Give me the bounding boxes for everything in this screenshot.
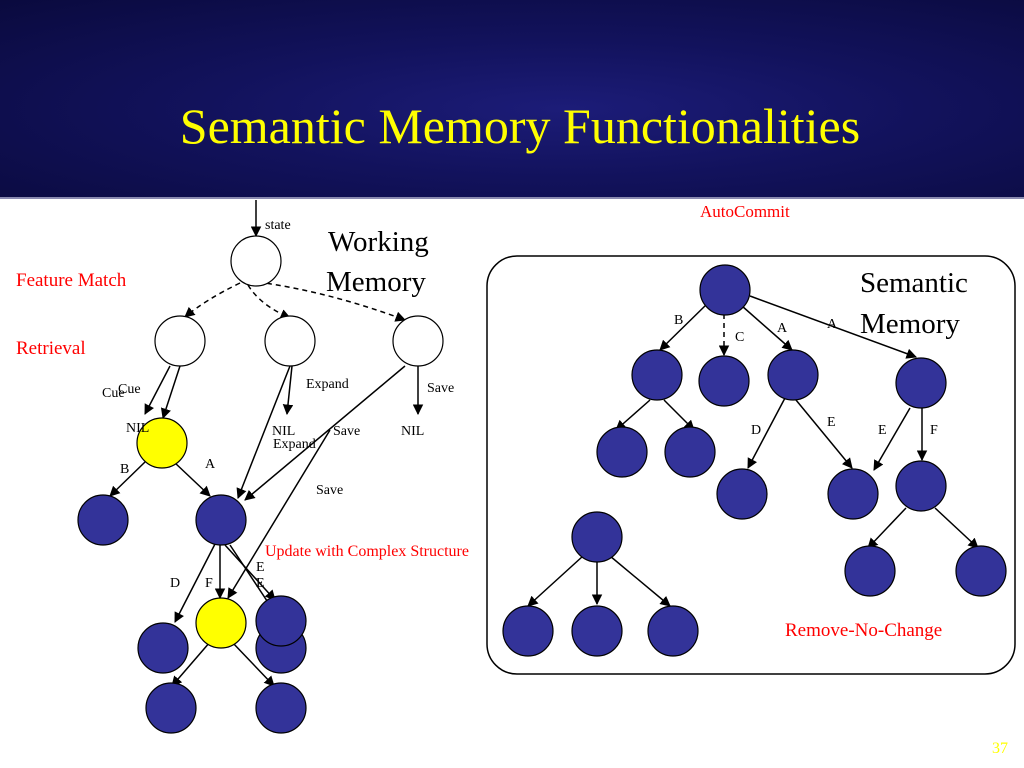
wm-node-b <box>77 494 129 546</box>
save-label-3: Save <box>316 483 343 498</box>
sm-a-edge-1 <box>741 305 793 351</box>
semantic-memory-label-line2: Memory <box>860 308 960 340</box>
sm-a-edge-2 <box>749 295 917 359</box>
nil-label-3: NIL <box>401 424 424 439</box>
wm-dashed-edge-2 <box>247 284 291 320</box>
sm-a-label-2: A <box>827 317 838 332</box>
wm-edges <box>109 200 424 687</box>
sm-a-label-1: A <box>777 321 788 336</box>
remove-no-change-label: Remove-No-Change <box>785 620 942 641</box>
sm-nodes <box>502 264 1007 657</box>
expand-edge <box>236 365 291 499</box>
wm-retrieved-node <box>136 417 188 469</box>
sm-leaf-node-3 <box>844 545 896 597</box>
autocommit-label: AutoCommit <box>700 202 790 221</box>
wm-node-a <box>195 494 247 546</box>
update-complex-label: Update with Complex Structure <box>265 543 469 560</box>
cue-label-2: Cue <box>102 386 125 401</box>
sm-node-a <box>767 349 819 401</box>
title-banner <box>0 0 1024 198</box>
wm-child-node-3 <box>392 315 444 367</box>
sm-lower-edge-2 <box>934 507 979 549</box>
expand-label-2: Expand <box>273 437 316 452</box>
retrieval-label: Retrieval <box>16 338 86 359</box>
wm-a-label: A <box>205 457 216 472</box>
sm-f-label: F <box>930 423 938 438</box>
wm-state-node <box>230 235 282 287</box>
sm-left-edge-1 <box>615 399 651 431</box>
sm-tree-edge-1 <box>527 555 584 607</box>
expand-label-1: Expand <box>306 377 349 392</box>
sm-leaf-node-4 <box>955 545 1007 597</box>
header-divider <box>0 197 1024 199</box>
wm-f-label: F <box>205 576 213 591</box>
working-memory-label-line1: Working <box>328 226 429 258</box>
sm-edges <box>527 295 979 607</box>
sm-tree-leaf-3 <box>647 605 699 657</box>
state-label: state <box>265 218 291 233</box>
page-number: 37 <box>992 740 1008 757</box>
cue-edge-1 <box>144 365 171 415</box>
sm-e-label-2: E <box>878 423 887 438</box>
sm-tree-edge-3 <box>609 555 671 607</box>
sm-node-e <box>827 468 879 520</box>
sm-left-edge-2 <box>663 399 695 431</box>
sm-tree-root-node <box>571 511 623 563</box>
wm-lower-edge-2 <box>231 641 275 687</box>
save-edge-1 <box>244 365 406 501</box>
wm-e-label-2: E <box>256 576 265 591</box>
nil-edge-2 <box>282 365 294 416</box>
slide-title: Semantic Memory Functionalities <box>179 98 861 154</box>
wm-d-edge <box>174 543 216 623</box>
wm-dashed-edge-3 <box>257 281 406 322</box>
wm-e-edge-1 <box>224 544 276 601</box>
sm-d-label: D <box>751 423 761 438</box>
semantic-memory-label-line1: Semantic <box>860 267 968 299</box>
sm-node-f <box>895 460 947 512</box>
sm-node-d <box>716 468 768 520</box>
save-label-1: Save <box>427 381 454 396</box>
sm-d-edge <box>747 397 786 469</box>
sm-node-b <box>631 349 683 401</box>
wm-node-f <box>195 597 247 649</box>
wm-nodes <box>77 235 444 734</box>
nil-label-1: NIL <box>126 421 149 436</box>
sm-lower-edge-1 <box>867 507 907 549</box>
sm-leaf-node-1 <box>596 426 648 478</box>
sm-leaf-node-2 <box>664 426 716 478</box>
wm-b-edge <box>109 461 146 497</box>
sm-node-a2 <box>895 357 947 409</box>
save-edge-2 <box>227 429 331 599</box>
wm-leaf-node-2 <box>255 682 307 734</box>
cue-edge-2 <box>160 365 181 419</box>
wm-dashed-edge-1 <box>184 282 241 318</box>
wm-leaf-node-1 <box>145 682 197 734</box>
wm-node-d <box>137 622 189 674</box>
wm-a-edge <box>173 461 211 497</box>
semantic-memory-box <box>486 255 1016 675</box>
cue-label-1: Cue <box>118 382 141 397</box>
feature-match-label: Feature Match <box>16 270 127 291</box>
wm-child-node-1 <box>154 315 206 367</box>
wm-child-node-2 <box>264 315 316 367</box>
sm-node-c <box>698 355 750 407</box>
sm-b-edge <box>659 302 709 351</box>
sm-e-label-1: E <box>827 415 836 430</box>
working-memory-label-line2: Memory <box>326 266 426 298</box>
sm-c-label: C <box>735 330 744 345</box>
wm-d-label: D <box>170 576 180 591</box>
sm-e-edge-1 <box>795 399 853 469</box>
sm-tree-leaf-1 <box>502 605 554 657</box>
sm-b-label: B <box>674 313 683 328</box>
nil-label-2: NIL <box>272 424 295 439</box>
wm-lower-edge-1 <box>171 641 211 687</box>
wm-node-e <box>255 595 307 647</box>
sm-e-edge-2 <box>873 407 911 471</box>
sm-root-node <box>699 264 751 316</box>
wm-e-label-1: E <box>256 560 265 575</box>
save-label-2: Save <box>333 424 360 439</box>
sm-tree-leaf-2 <box>571 605 623 657</box>
wm-b-label: B <box>120 462 129 477</box>
